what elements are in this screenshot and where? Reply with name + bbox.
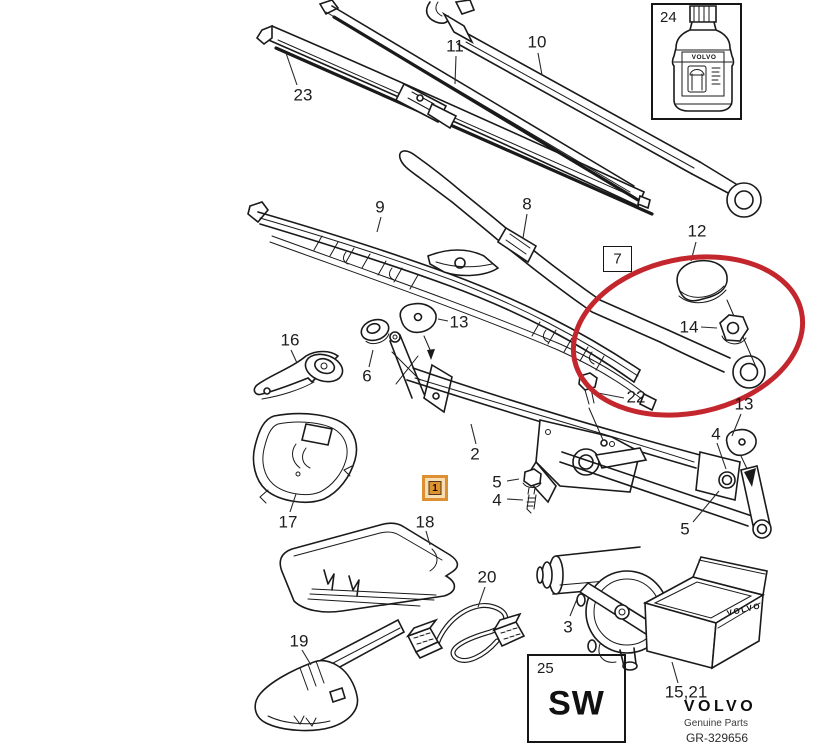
callout-4-right: 4 <box>711 424 721 444</box>
ref-box-7-number: 7 <box>613 250 622 268</box>
grommet-6-drawing <box>360 318 390 344</box>
bottle-brand-label: VOLVO <box>691 54 717 61</box>
parts-carton-drawing <box>642 556 768 670</box>
callout-10: 10 <box>527 32 547 52</box>
callout-18: 18 <box>415 512 435 532</box>
volvo-logo-text: VOLVO <box>683 698 757 715</box>
callout-12: 12 <box>687 221 707 241</box>
callout-22: 22 <box>626 387 646 407</box>
washer-fluid-bottle-drawing <box>671 5 735 112</box>
callout-2: 2 <box>470 444 480 464</box>
callout-6: 6 <box>362 366 372 386</box>
wiper-arm-10-drawing <box>425 0 762 218</box>
callout-8: 8 <box>522 194 532 214</box>
cover-18-drawing <box>279 522 459 613</box>
callout-14: 14 <box>679 317 699 337</box>
wiper-blade-11-drawing <box>318 0 640 202</box>
ref-box-7: 7 <box>603 246 632 272</box>
screw-4-left-drawing <box>526 494 537 514</box>
wiper-arm-8-drawing <box>398 150 766 389</box>
washer-fluid-box: 24 <box>651 3 742 120</box>
wiper-linkage-2-drawing <box>389 331 772 539</box>
pivot-cap-12-drawing <box>676 259 728 304</box>
callout-17: 17 <box>278 512 298 532</box>
highlight-badge-1: 1 <box>422 475 448 501</box>
document-code: GR-329656 <box>685 731 749 745</box>
harness-20-drawing <box>405 603 526 663</box>
callout-5-left: 5 <box>492 472 502 492</box>
callout-19: 19 <box>289 631 309 651</box>
callout-16: 16 <box>280 330 300 350</box>
wiper-motor-3-drawing <box>536 546 670 671</box>
callout-11: 11 <box>446 36 464 56</box>
callout-13-left: 13 <box>449 312 469 332</box>
cover-19-drawing <box>254 618 406 732</box>
washer-fluid-box-number: 24 <box>660 9 677 26</box>
callout-3: 3 <box>563 617 573 637</box>
bolt-5-left-drawing <box>522 468 542 495</box>
sw-box-number: 25 <box>537 660 554 677</box>
sw-box-code: SW <box>548 684 605 723</box>
spindle-nut-14-drawing <box>719 299 757 368</box>
callout-5-right: 5 <box>680 519 690 539</box>
genuine-parts-text: Genuine Parts <box>684 718 748 729</box>
sw-box: 25 SW <box>527 654 626 743</box>
wiper-blade-9-drawing <box>247 201 658 412</box>
callout-9: 9 <box>375 197 385 217</box>
cover-17-drawing <box>252 412 358 504</box>
highlight-badge-1-number: 1 <box>428 481 442 495</box>
callout-23: 23 <box>293 85 313 105</box>
callout-4-left: 4 <box>492 490 502 510</box>
crank-bracket-16-drawing <box>253 350 344 400</box>
callout-leader-lines <box>285 52 742 684</box>
callout-15-21: 15,21 <box>664 682 708 702</box>
mount-pad-13-left-drawing <box>399 302 437 360</box>
highlight-ellipse <box>570 254 806 418</box>
callout-13-right: 13 <box>734 394 754 414</box>
callout-20: 20 <box>477 567 497 587</box>
footer-brand-block: VOLVO Genuine Parts GR-329656 <box>660 698 790 745</box>
